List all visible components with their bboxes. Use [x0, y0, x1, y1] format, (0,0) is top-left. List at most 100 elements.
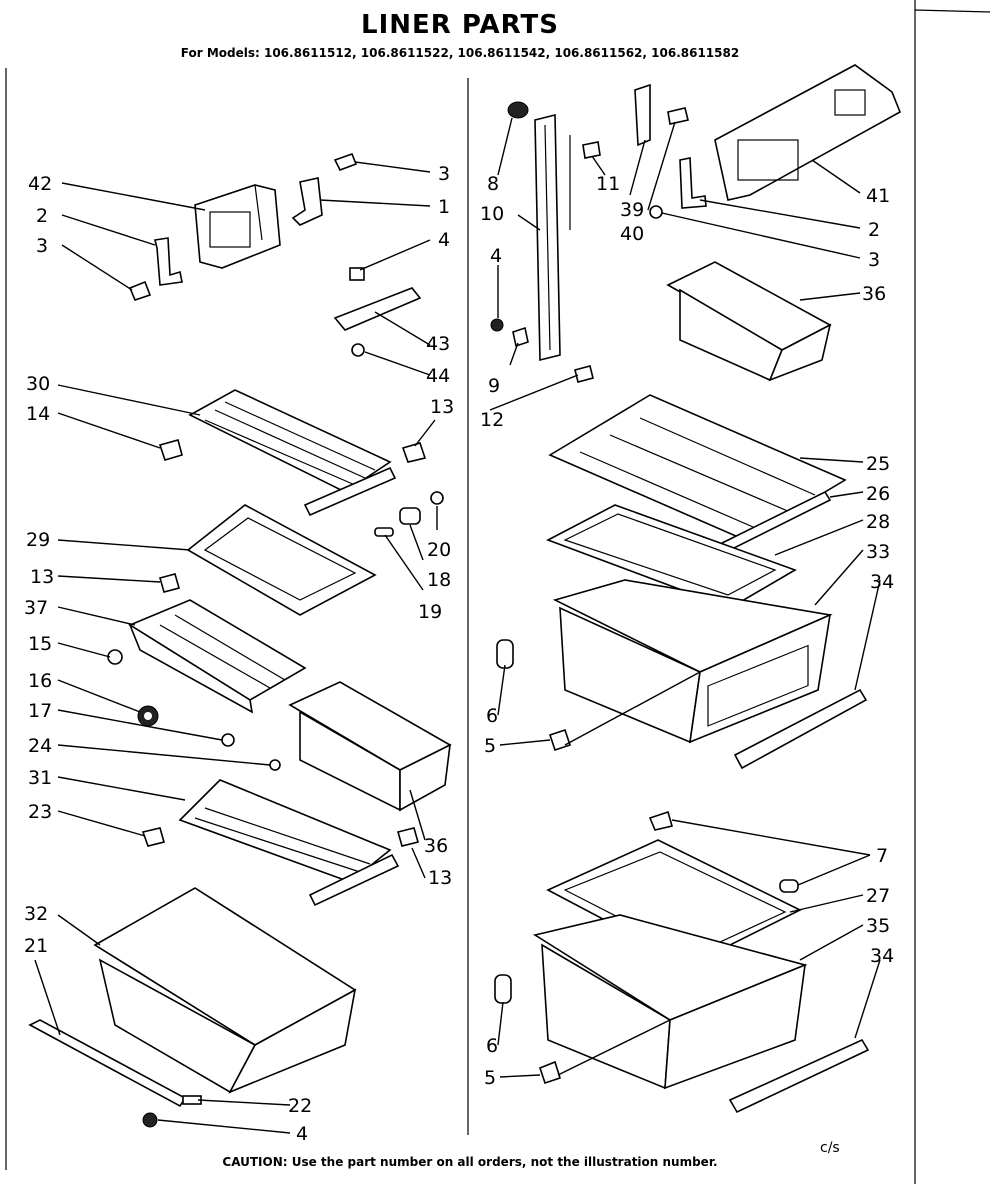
part-41-housing	[714, 64, 902, 201]
part-44-screw	[351, 343, 365, 357]
callout-4: 4	[438, 229, 450, 251]
part-34-handle-upper	[733, 688, 868, 770]
part-35-crisper	[532, 914, 808, 1090]
part-16-ring	[137, 705, 159, 727]
callout-40: 40	[620, 223, 644, 245]
part-18-19-20-hardware	[374, 491, 444, 537]
callout-6: 6	[486, 705, 498, 727]
callout-5: 5	[484, 1067, 496, 1089]
page-title: LINER PARTS	[361, 10, 559, 40]
part-10-rail	[534, 113, 571, 362]
callout-42: 42	[28, 173, 52, 195]
callout-13: 13	[430, 396, 454, 418]
callout-24: 24	[28, 735, 52, 757]
callout-22: 22	[288, 1095, 312, 1117]
callout-14: 14	[26, 403, 50, 425]
part-7-clips	[648, 810, 799, 893]
callout-16: 16	[28, 670, 52, 692]
part-13-clip-mid	[159, 573, 180, 593]
callout-26: 26	[866, 483, 890, 505]
part-4-9-hardware	[490, 318, 594, 383]
callout-13: 13	[30, 566, 54, 588]
callout-11: 11	[596, 173, 620, 195]
callout-19: 19	[418, 601, 442, 623]
callout-20: 20	[427, 539, 451, 561]
callout-17: 17	[28, 700, 52, 722]
callout-3: 3	[868, 249, 880, 271]
callout-37: 37	[24, 597, 48, 619]
callout-43: 43	[426, 333, 450, 355]
callout-3: 3	[438, 163, 450, 185]
callout-3: 3	[36, 235, 48, 257]
callout-23: 23	[28, 801, 52, 823]
callout-35: 35	[866, 915, 890, 937]
callout-31: 31	[28, 767, 52, 789]
callout-13: 13	[428, 867, 452, 889]
callout-41: 41	[866, 185, 890, 207]
part-36-bin-right	[666, 261, 832, 382]
callout-10: 10	[480, 203, 504, 225]
callout-12: 12	[480, 409, 504, 431]
part-43-rail	[333, 287, 422, 331]
code-mark: c/s	[820, 1140, 840, 1156]
callout-27: 27	[866, 885, 890, 907]
callout-33: 33	[866, 541, 890, 563]
part-31-wire-shelf	[178, 779, 400, 907]
callout-34: 34	[870, 945, 894, 967]
part-6-5-hardware-lower	[494, 974, 561, 1085]
part-29-tray	[186, 504, 377, 616]
callout-15: 15	[28, 633, 52, 655]
leader-lines	[34, 117, 881, 1134]
part-2-3-right-hardware	[649, 157, 707, 219]
callout-18: 18	[427, 569, 451, 591]
part-4-nut	[349, 267, 365, 281]
frame-lines	[5, 0, 991, 1184]
part-28-glass-shelf	[546, 504, 797, 609]
part-34-handle-lower	[728, 1038, 870, 1114]
callout-8: 8	[487, 173, 499, 195]
callout-4: 4	[490, 245, 502, 267]
callout-6: 6	[486, 1035, 498, 1057]
callout-34: 34	[870, 571, 894, 593]
callout-30: 30	[26, 373, 50, 395]
part-13-clip-lower	[397, 827, 419, 847]
part-1-hinge	[291, 177, 323, 226]
part-15-clip	[107, 649, 123, 665]
part-39-40-bracket	[634, 83, 689, 147]
callout-36: 36	[424, 835, 448, 857]
part-37-ice-tray	[128, 599, 307, 714]
part-8-cap	[507, 101, 529, 119]
models-line: For Models: 106.8611512, 106.8611522, 10…	[180, 46, 740, 60]
part-25-shelf	[548, 394, 847, 541]
part-6-5-hardware-upper	[496, 639, 572, 752]
callout-29: 29	[26, 529, 50, 551]
part-32-crisper	[93, 887, 357, 1094]
callout-9: 9	[488, 375, 500, 397]
callout-36: 36	[862, 283, 886, 305]
part-2-bracket	[154, 237, 183, 286]
callout-5: 5	[484, 735, 496, 757]
part-42-housing	[194, 184, 281, 269]
callout-32: 32	[24, 903, 48, 925]
part-11-clip	[582, 141, 601, 159]
callout-44: 44	[426, 365, 450, 387]
callout-39: 39	[620, 199, 644, 221]
callout-21: 21	[24, 935, 48, 957]
part-30-wire-shelf	[188, 389, 397, 517]
callout-25: 25	[866, 453, 890, 475]
caution-note: CAUTION: Use the part number on all orde…	[222, 1155, 718, 1169]
part-13-clip-right	[401, 442, 427, 463]
callout-28: 28	[866, 511, 890, 533]
part-3-screw	[128, 280, 152, 301]
part-14-clip	[158, 439, 183, 461]
callout-4: 4	[296, 1123, 308, 1145]
part-23-clip	[141, 827, 165, 847]
callout-2: 2	[868, 219, 880, 241]
part-33-crisper	[552, 579, 833, 744]
callout-labels: 42 2 3 3 1 4 43 44 30 14 13 29 13 37 15 …	[24, 163, 894, 1145]
part-17-24-screws	[221, 733, 281, 771]
part-3-clip-top	[333, 152, 358, 172]
callout-2: 2	[36, 205, 48, 227]
